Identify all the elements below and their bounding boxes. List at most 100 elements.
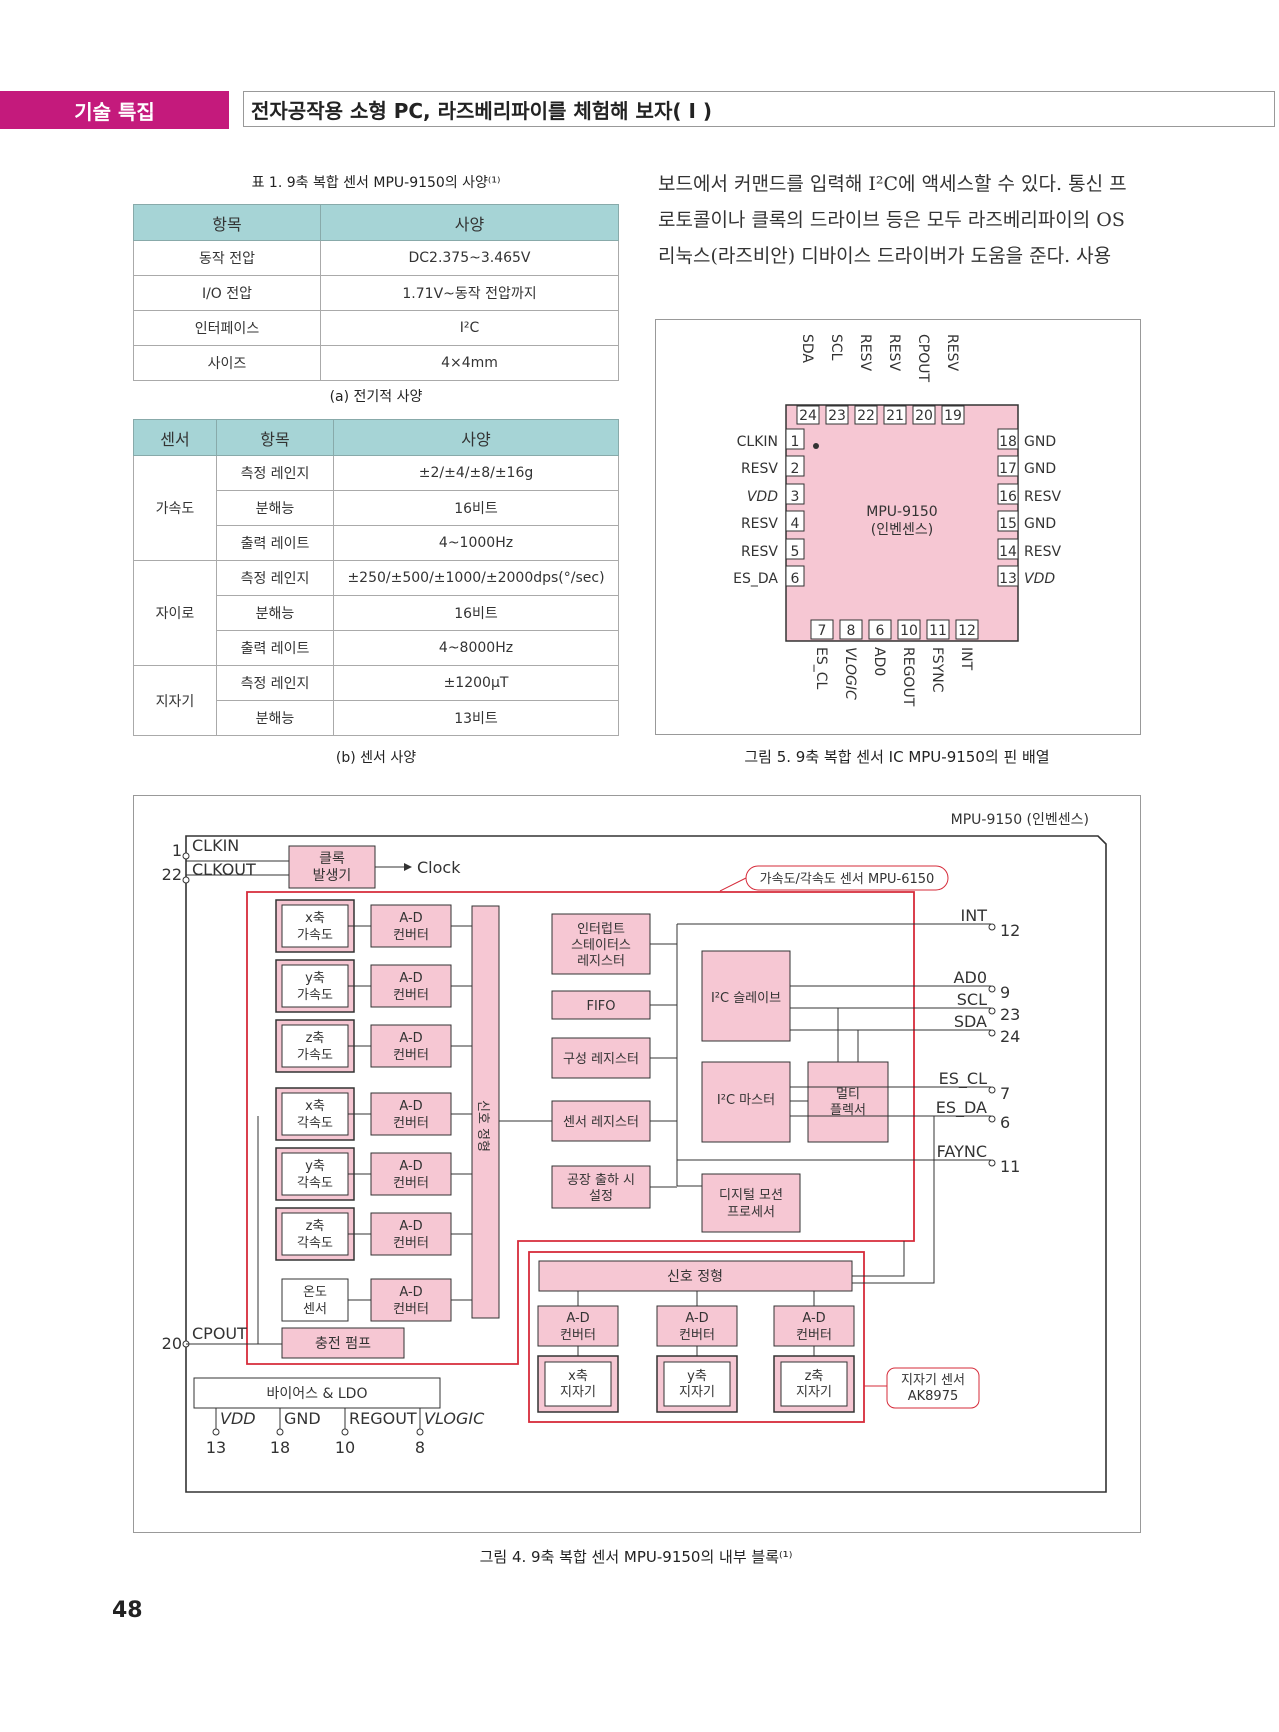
mpu6150-label: 가속도/각속도 센서 MPU-6150: [760, 872, 935, 887]
dmp-block: [701, 1173, 801, 1233]
table-cell-item: 동작 전압: [133, 240, 321, 276]
table-cell-item: 출력 레이트: [216, 525, 334, 561]
register-label: 인터럽트: [577, 922, 625, 937]
register-label: 레지스터: [577, 954, 625, 969]
table-cell-sensor: 가속도: [133, 455, 217, 561]
register-label: 센서 레지스터: [563, 1115, 639, 1130]
pin-name: INT: [958, 647, 974, 671]
pin-name: CLKOUT: [192, 860, 256, 879]
pin-terminal: [988, 1029, 996, 1037]
pin-name: REGOUT: [349, 1409, 417, 1428]
col-header-spec: 사양: [320, 204, 619, 241]
pin-number: 7: [1000, 1084, 1010, 1103]
pin-number: 22: [857, 408, 875, 424]
clock-label: Clock: [417, 858, 461, 877]
pin-name: VDD: [220, 1409, 256, 1428]
table-cell-spec: 13비트: [333, 700, 619, 736]
pin-number: 8: [415, 1438, 425, 1457]
ak8975-region: [528, 1251, 865, 1423]
pin-name: RESV: [741, 516, 778, 532]
pin-name: ES_CL: [939, 1069, 987, 1089]
pinout-diagram: MPU-9150(인벤센스)24SDA23SCL22RESV21RESV20CP…: [733, 334, 1061, 707]
pin-terminal: [988, 1159, 996, 1167]
adc-label: 컨버터: [796, 1328, 832, 1343]
article-title: 전자공작용 소형 PC, 라즈베리파이를 체험해 보자( I ): [243, 91, 1275, 127]
sensor-label: 가속도: [297, 1048, 333, 1063]
sensor-label: x축: [305, 1099, 325, 1114]
charge-pump-block: [281, 1327, 405, 1359]
pin-name: CPOUT: [192, 1324, 247, 1343]
pin-number: 2: [791, 461, 800, 477]
mag-sensor-box: [544, 1361, 612, 1407]
pin-terminal: [988, 923, 996, 931]
adc-label: 컨버터: [393, 928, 429, 943]
sensor-label: 온도: [303, 1285, 327, 1300]
pin-terminal: [988, 1086, 996, 1094]
arrow: [404, 863, 412, 871]
table-cell-item: 분해능: [216, 700, 334, 736]
table-cell-item: 인터페이스: [133, 310, 321, 346]
table-cell-item: 사이즈: [133, 345, 321, 381]
i2c-slave-block: [701, 950, 791, 1042]
body-line: 로토콜이나 클록의 드라이브 등은 모두 라즈베리파이의 OS: [658, 209, 1125, 231]
body-text: 보드에서 커맨드를 입력해 I²C에 액세스할 수 있다. 통신 프 로토콜이나…: [658, 166, 1142, 274]
pin-box: [785, 455, 805, 477]
pin-name: RESV: [944, 334, 960, 371]
pin-number: 10: [900, 623, 918, 639]
adc-label: 컨버터: [393, 988, 429, 1003]
sensor-label: y축: [305, 971, 325, 986]
pin-number: 13: [206, 1438, 226, 1457]
pin-box: [785, 428, 805, 450]
pin-number: 12: [1000, 921, 1020, 940]
adc-label: A-D: [399, 971, 422, 986]
adc-label: A-D: [399, 1031, 422, 1046]
pin-number: 3: [791, 489, 800, 505]
pin-number: 4: [791, 516, 800, 532]
pin-box: [912, 405, 936, 425]
pin-terminal: [416, 1428, 424, 1436]
table-cell-spec: 4~1000Hz: [333, 525, 619, 561]
sensor-box: [281, 1152, 349, 1196]
adc-label: 컨버터: [393, 1236, 429, 1251]
mag-axis-label: y축: [687, 1369, 707, 1384]
body-line: 리눅스(라즈비안) 디바이스 드라이버가 도움을 준다. 사용: [658, 245, 1112, 267]
col-header-item: 항목: [216, 419, 334, 456]
chip-vendor: (인벤센스): [871, 522, 933, 538]
sensor-label: 각속도: [297, 1116, 333, 1131]
i2c-master-block: [701, 1061, 791, 1143]
adc-label: A-D: [685, 1311, 708, 1326]
adc-label: A-D: [399, 911, 422, 926]
pin-terminal: [988, 1115, 996, 1123]
table-cell-sensor: 지자기: [133, 665, 217, 736]
ak-label: AK8975: [908, 1389, 959, 1404]
pin-number: 7: [818, 623, 827, 639]
pin-box: [785, 565, 805, 587]
pin-box: [897, 619, 921, 640]
pin-number: 6: [1000, 1113, 1010, 1132]
pin-number: 18: [270, 1438, 290, 1457]
table-cell-item: 측정 레인지: [216, 560, 334, 596]
pin-box: [785, 483, 805, 505]
pin-box: [941, 405, 965, 425]
pin-number: 11: [929, 623, 947, 639]
pin-name: GND: [1024, 434, 1056, 450]
pin-name: SCL: [957, 990, 987, 1009]
mag-signal-label: 신호 정형: [667, 1269, 723, 1285]
pin-number: 24: [1000, 1027, 1020, 1046]
pin-number: 22: [162, 865, 182, 884]
pin-terminal: [182, 876, 190, 884]
mag-adc-block: [773, 1305, 855, 1347]
pin-name: RESV: [1024, 489, 1061, 505]
mux-label: 멀티: [836, 1087, 860, 1102]
adc-label: 컨버터: [393, 1116, 429, 1131]
pin-box: [810, 619, 834, 640]
pin-number: 6: [791, 571, 800, 587]
fig5-caption: 그림 5. 9축 복합 센서 IC MPU-9150의 핀 배열: [744, 748, 1050, 766]
